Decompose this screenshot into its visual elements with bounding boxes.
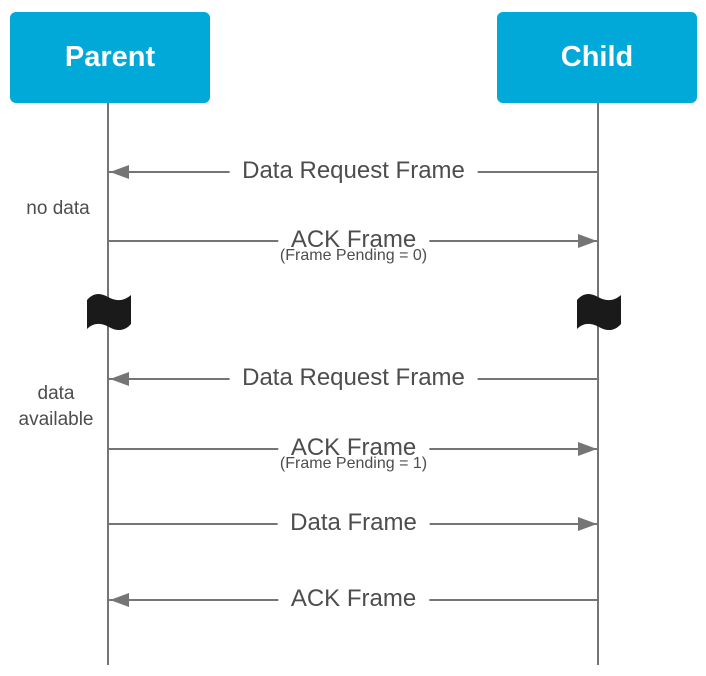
message-label: Data Frame — [277, 507, 430, 538]
message-label: Data Request Frame — [229, 362, 478, 393]
side-note-no-data: no data — [26, 198, 90, 219]
arrowhead-right-icon — [578, 234, 597, 248]
flag-icon — [84, 290, 134, 334]
actor-label-child: Child — [560, 41, 634, 73]
arrowhead-left-icon — [110, 372, 129, 386]
arrowhead-left-icon — [110, 165, 129, 179]
lifeline-child — [597, 103, 599, 665]
side-note-data-available: data available — [18, 383, 94, 430]
message-subtitle: (Frame Pending = 1) — [273, 455, 434, 473]
actor-label-parent: Parent — [64, 41, 156, 73]
lifeline-parent — [107, 103, 109, 665]
message-subtitle: (Frame Pending = 0) — [273, 247, 434, 265]
message-label: Data Request Frame — [229, 155, 478, 186]
arrowhead-right-icon — [578, 442, 597, 456]
arrowhead-left-icon — [110, 593, 129, 607]
flag-icon — [574, 290, 624, 334]
arrowhead-right-icon — [578, 517, 597, 531]
actor-box-child: Child — [497, 12, 697, 103]
actor-box-parent: Parent — [10, 12, 210, 103]
message-label: ACK Frame — [277, 583, 430, 614]
